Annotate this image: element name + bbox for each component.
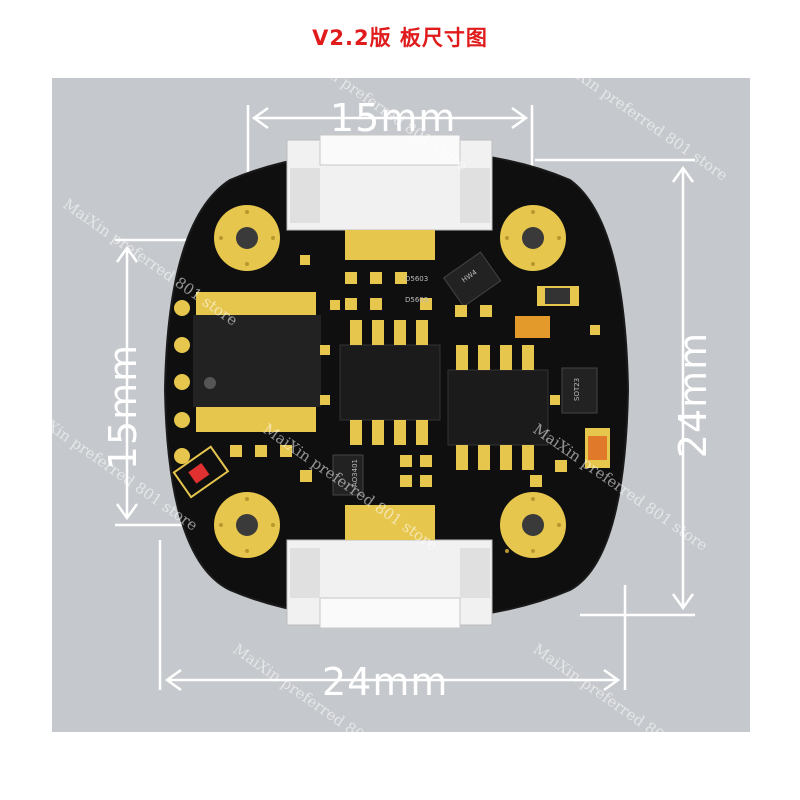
ic-pads	[350, 320, 534, 470]
dimension-left-label: 15mm	[101, 343, 146, 471]
page-title: V2.2版 板尺寸图	[312, 26, 488, 50]
pad-vias	[219, 210, 561, 553]
sot-left-label: AO3401	[351, 459, 359, 487]
sot-left	[332, 454, 364, 496]
sot-right	[561, 367, 598, 414]
dimension-lines	[115, 105, 695, 692]
diode-label-2: D5603	[405, 296, 428, 304]
bottom-connector	[286, 505, 493, 629]
dimension-top-label: 15mm	[330, 96, 457, 140]
diode-label-1: D5603	[405, 275, 428, 283]
dimension-right-label: 24mm	[671, 331, 716, 459]
sot-top-right	[442, 251, 502, 308]
mounting-pads	[214, 205, 566, 558]
passive-pads	[230, 255, 600, 487]
orange-cap	[515, 316, 550, 338]
top-connector	[286, 134, 493, 260]
edge-pads	[174, 300, 190, 464]
right-ic	[447, 369, 549, 446]
left-ic	[193, 292, 321, 432]
center-ic	[339, 344, 441, 421]
red-led	[188, 463, 210, 484]
sot-label: SOT23	[573, 378, 581, 401]
dimension-bottom-label: 24mm	[322, 660, 449, 704]
